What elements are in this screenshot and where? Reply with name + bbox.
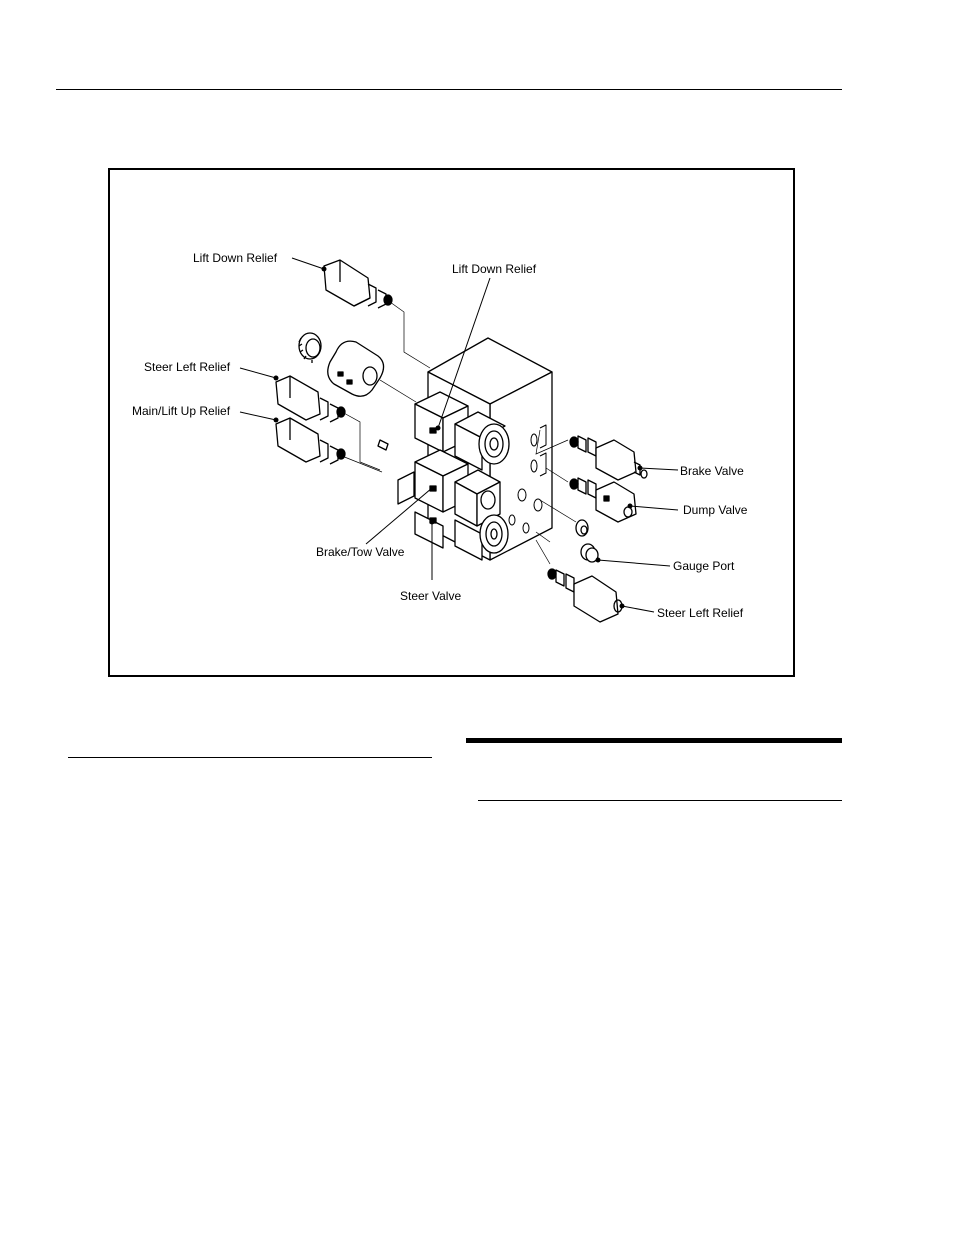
right-column-rule <box>478 800 842 801</box>
label-steer-valve: Steer Valve <box>400 589 462 603</box>
label-steer-left-relief-left: Steer Left Relief <box>144 360 231 374</box>
label-gauge-port: Gauge Port <box>673 559 735 573</box>
manifold-block <box>427 337 553 561</box>
gauge-port-fitting <box>580 543 599 563</box>
main-lift-up-relief-cartridge <box>275 417 346 465</box>
label-main-lift-up-relief: Main/Lift Up Relief <box>132 404 231 418</box>
assembly-lines <box>341 301 577 565</box>
lift-down-solenoid-valve <box>414 391 510 471</box>
steer-left-relief-cartridge-left <box>275 375 346 423</box>
label-dump-valve: Dump Valve <box>683 503 748 517</box>
left-column-rule <box>68 757 432 758</box>
figure-frame <box>108 168 795 677</box>
label-lift-down-relief-left: Lift Down Relief <box>193 251 278 265</box>
small-pin <box>377 439 389 451</box>
leader-dots <box>273 266 643 609</box>
leader-lines <box>239 257 679 613</box>
plug-fitting <box>575 519 589 537</box>
label-brake-valve: Brake Valve <box>680 464 744 478</box>
lift-down-relief-cartridge <box>323 259 393 309</box>
label-brake-tow-valve: Brake/Tow Valve <box>316 545 405 559</box>
coil-nut <box>298 332 322 363</box>
label-lift-down-relief-center: Lift Down Relief <box>452 262 537 276</box>
dump-valve-cartridge <box>569 477 637 523</box>
block-ports <box>508 424 547 534</box>
label-steer-left-relief-right: Steer Left Relief <box>657 606 744 620</box>
steer-left-relief-cartridge-right <box>547 568 623 623</box>
coil <box>327 340 385 397</box>
header-rule <box>56 89 842 90</box>
right-column-heavy-rule <box>466 738 842 743</box>
brake-valve-cartridge <box>569 435 648 481</box>
